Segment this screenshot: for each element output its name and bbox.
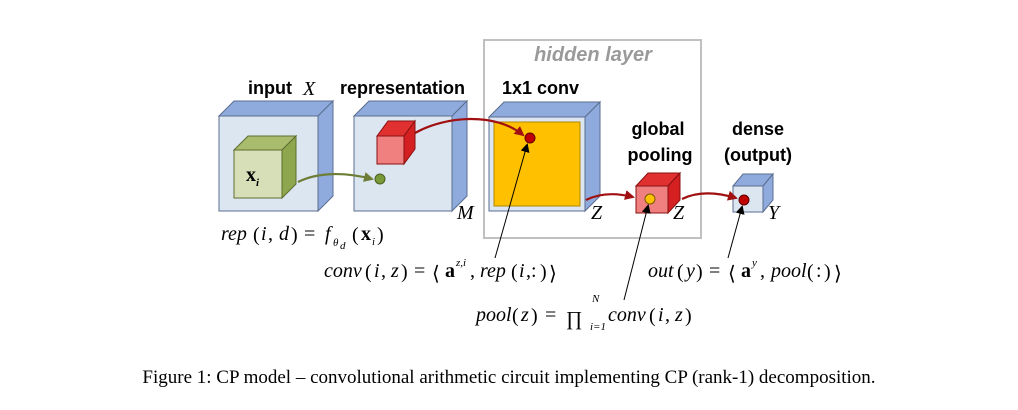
- rep-equation: rep ( i , d ) = f θ d ( x i ): [221, 223, 384, 252]
- pointer-pool-equation: [623, 204, 651, 301]
- svg-text:rep: rep: [221, 223, 247, 245]
- arrow-input-to-representation: [297, 172, 374, 183]
- svg-text:): ): [531, 305, 538, 327]
- svg-text:i: i: [658, 304, 664, 326]
- conv-label: 1x1 conv: [502, 78, 579, 98]
- svg-text:): ): [401, 261, 408, 283]
- conv-box: [487, 100, 602, 213]
- svg-text:i: i: [261, 223, 267, 245]
- conv-equation: conv ( i , z ) = ⟨ a z,i , rep ( i ,: ) …: [324, 257, 557, 285]
- input-patch-cube: [232, 134, 298, 200]
- pooling-cube: [634, 171, 682, 215]
- svg-text:⟨: ⟨: [432, 263, 440, 285]
- global-label-2: pooling: [628, 145, 693, 165]
- svg-text:i: i: [519, 260, 525, 282]
- svg-text:⟩: ⟩: [549, 263, 557, 285]
- input-var-label: X: [302, 78, 316, 100]
- svg-text:): ): [540, 261, 547, 283]
- svg-text:a: a: [741, 260, 751, 282]
- svg-text:d: d: [279, 223, 290, 245]
- dense-label-2: (output): [724, 145, 792, 165]
- dense-label-1: dense: [732, 119, 784, 139]
- pooling-point: [644, 193, 656, 205]
- svg-text:(: (: [807, 261, 814, 283]
- pointer-out-equation: [727, 205, 745, 259]
- svg-text:conv: conv: [324, 260, 362, 282]
- svg-text:(: (: [677, 261, 684, 283]
- svg-text:): ): [685, 305, 692, 327]
- svg-text:i: i: [374, 260, 380, 282]
- svg-text:): ): [824, 261, 831, 283]
- svg-text:⟩: ⟩: [834, 263, 842, 285]
- svg-text:,:: ,:: [526, 260, 537, 282]
- hidden-layer-label: hidden layer: [534, 44, 653, 66]
- dim-z-conv-label: Z: [591, 202, 603, 224]
- svg-text:∏: ∏: [566, 308, 582, 330]
- svg-text:=: =: [545, 304, 556, 326]
- svg-text:z: z: [390, 260, 399, 282]
- arrow-conv-to-pooling: [585, 190, 635, 201]
- pool-equation: pool ( z ) = ∏ N i=1 conv ( i , z ): [474, 293, 692, 333]
- svg-text:): ): [291, 224, 298, 246]
- dim-z-pool-label: Z: [673, 202, 685, 224]
- svg-text:(: (: [512, 305, 519, 327]
- conv-point: [524, 132, 536, 144]
- svg-text:out: out: [648, 260, 674, 282]
- input-label: input: [248, 78, 292, 98]
- svg-text:): ): [377, 224, 384, 246]
- svg-text:z: z: [674, 304, 683, 326]
- svg-text:=: =: [709, 260, 720, 282]
- svg-text:(: (: [649, 305, 656, 327]
- svg-text::: :: [816, 260, 822, 282]
- representation-red-cube: [376, 119, 416, 166]
- svg-text:d: d: [340, 240, 346, 252]
- svg-text:pool: pool: [769, 260, 807, 282]
- svg-text:rep: rep: [480, 260, 506, 282]
- svg-text:⟨: ⟨: [728, 263, 736, 285]
- dense-point: [738, 194, 750, 206]
- svg-text:f: f: [325, 223, 333, 245]
- arrow-pooling-to-dense: [681, 190, 738, 201]
- representation-box: [352, 99, 469, 213]
- svg-text:,: ,: [381, 260, 386, 282]
- svg-text:z,i: z,i: [455, 257, 466, 269]
- svg-text:,: ,: [665, 304, 670, 326]
- hidden-layer-frame: [483, 39, 702, 239]
- arrow-representation-to-conv: [414, 117, 525, 137]
- global-label-1: global: [632, 119, 685, 139]
- svg-text:,: ,: [268, 223, 273, 245]
- svg-text:a: a: [445, 260, 455, 282]
- dense-cube: [731, 172, 775, 214]
- svg-text:(: (: [365, 261, 372, 283]
- svg-text:,: ,: [470, 260, 475, 282]
- svg-text:(: (: [253, 224, 260, 246]
- svg-text:i: i: [372, 236, 375, 248]
- out-equation: out ( y ) = ⟨ a y , pool ( : ) ⟩: [648, 257, 842, 285]
- svg-text:=: =: [414, 260, 425, 282]
- representation-point: [374, 173, 386, 185]
- svg-text:θ: θ: [333, 237, 339, 249]
- svg-text:z: z: [520, 304, 529, 326]
- figure-caption: Figure 1: CP model – convolutional arith…: [142, 367, 875, 388]
- svg-text:pool: pool: [474, 304, 512, 326]
- svg-text:conv: conv: [608, 304, 646, 326]
- svg-text:): ): [696, 261, 703, 283]
- svg-text:y: y: [751, 257, 757, 269]
- svg-text:N: N: [591, 293, 600, 305]
- svg-text:x: x: [361, 223, 371, 245]
- svg-text:(: (: [511, 261, 518, 283]
- x-i-label: xi: [246, 164, 260, 189]
- dim-m-label: M: [456, 202, 475, 224]
- pointer-conv-equation: [494, 143, 530, 259]
- svg-text:=: =: [304, 223, 315, 245]
- svg-text:y: y: [684, 260, 695, 282]
- representation-label: representation: [340, 78, 465, 98]
- svg-text:,: ,: [760, 260, 765, 282]
- svg-text:(: (: [352, 224, 359, 246]
- svg-text:i=1: i=1: [590, 321, 606, 333]
- dim-y-label: Y: [768, 202, 781, 224]
